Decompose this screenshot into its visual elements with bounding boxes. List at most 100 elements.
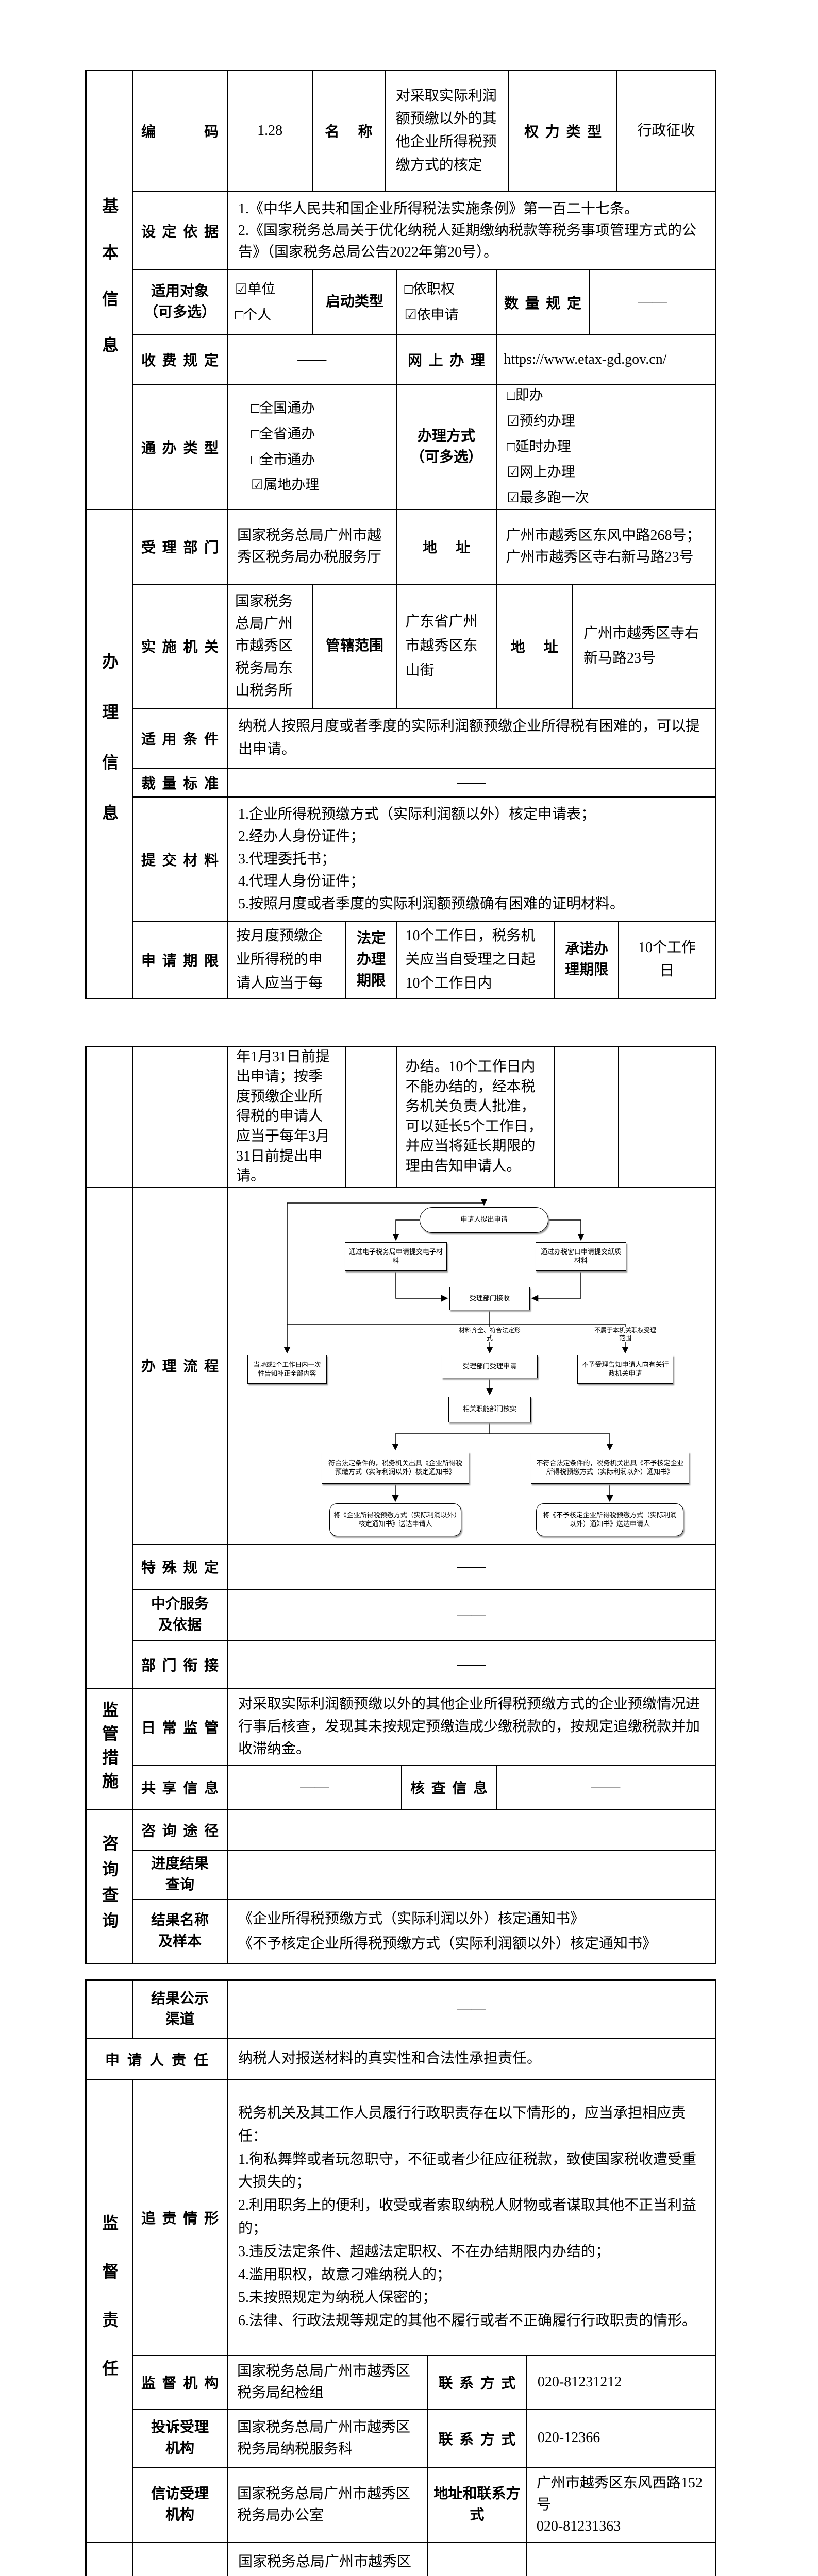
special-value: ——	[457, 1558, 486, 1574]
row-label-materials: 提交材料	[132, 796, 228, 922]
page-3: 结果公示 渠道 —— 申请人责任 纳税人对报送材料的真实性和合法性承担责任。 监…	[85, 1979, 716, 2576]
flow-edge-label-complete: 材料齐全、符合法定形式	[459, 1326, 521, 1342]
online-label: 网上办理	[408, 353, 486, 369]
fee-value: ——	[297, 351, 327, 367]
row-petition-org: 国家税务总局广州市越秀区税务局办公室 地址和联系方式 广州市越秀区东风西路152…	[227, 2466, 716, 2543]
petition-contact-label: 地址和联系方式	[433, 2485, 521, 2523]
row-label-consult-channel: 咨询途径	[132, 1808, 228, 1851]
flow-node-online-apply: 通过电子税务局申请提交电子材料	[345, 1242, 447, 1271]
complaint-contact-label: 联系方式	[438, 2431, 516, 2448]
complaint-contact-value: 020-12366	[537, 2430, 600, 2446]
row-condition: 纳税人按照月度或者季度的实际利润额预缴企业所得税有困难的，可以提出申请。	[227, 707, 716, 769]
section-legal-remedy: 法律救济	[85, 2541, 133, 2576]
flow-node-deliver-approve: 将《企业所得税预缴方式（实际利润以外）核定通知书》送达申请人	[329, 1503, 461, 1536]
power-type-label: 权力类型	[524, 124, 602, 141]
row-label-agency-service: 中介服务 及依据	[132, 1588, 228, 1641]
row-daily-supervision: 对采取实际利润额预缴以外的其他企业所得税预缴方式的企业预缴情况进行事后核查，发现…	[227, 1687, 716, 1766]
start-type-checkboxes: □依职权 ☑依申请	[404, 281, 459, 323]
promise-period-value: 10个工作日	[638, 940, 696, 979]
flow-node-receive: 受理部门接收	[449, 1286, 530, 1310]
row-supervisor-org: 国家税务总局广州市越秀区税务局纪检组 联系方式 020-81231212	[227, 2354, 716, 2410]
promise-period-label: 承诺办理期限	[565, 941, 609, 978]
row-label-condition: 适用条件	[132, 707, 228, 769]
target-checkboxes: ☑单位 □个人	[235, 281, 276, 323]
flow-node-start-text: 申请人提出申请	[460, 1215, 508, 1224]
row-label-scope: 通办类型	[132, 384, 228, 510]
flow-edge-label-outside: 不属于本机关职权受理范围	[594, 1326, 657, 1342]
supervisor-org-value: 国家税务总局广州市越秀区税务局纪检组	[237, 2363, 411, 2401]
row-label-impl-org: 实施机关	[132, 583, 228, 709]
check-info-value: ——	[591, 1779, 621, 1795]
petition-org-value: 国家税务总局广州市越秀区税务局办公室	[237, 2485, 411, 2523]
section-supervision-measures: 监管措施	[85, 1687, 133, 1810]
row-label-flow: 办理流程	[132, 1186, 228, 1545]
row-label-fee: 收费规定	[132, 334, 228, 385]
shared-info-value: ——	[300, 1779, 329, 1795]
section-basic-info: 基本信息	[85, 70, 133, 510]
row-target: ☑单位 □个人 启动类型 □依职权 ☑依申请 数量规定 ——	[227, 269, 716, 335]
check-info-label: 核查信息	[410, 1781, 488, 1797]
jurisdiction-label: 管辖范围	[325, 637, 383, 654]
daily-supervision-value: 对采取实际利润额预缴以外的其他企业所得税预缴方式的企业预缴情况进行事后核查，发现…	[238, 1696, 700, 1757]
row-accept-dept: 国家税务总局广州市越秀区税务局办税服务厅 地址 广州市越秀区东风中路268号；广…	[227, 509, 716, 585]
row-result-sample: 《企业所得税预缴方式（实际利润以外）核定通知书》 《不予核定企业所得税预缴方式（…	[227, 1899, 716, 1964]
flow-node-window-apply: 通过办税窗口申请提交纸质材料	[536, 1242, 626, 1271]
complaint-org-value: 国家税务总局广州市越秀区税务局纳税服务科	[237, 2419, 411, 2457]
row-deadline-continued: 年1月31日前提出申请；按季度预缴企业所得税的申请人应当于每年3月31日前提出申…	[227, 1046, 716, 1188]
accept-addr-label: 地址	[423, 540, 471, 556]
flow-node-verify: 相关职能部门核实	[448, 1396, 531, 1422]
row-label-accept-dept: 受理部门	[132, 509, 228, 585]
row-publicity: ——	[227, 1979, 716, 2039]
flow-node-approve: 符合法定条件的，税务机关出具《企业所得税预缴方式（实际利润以外）核定通知书》	[322, 1451, 469, 1484]
impl-org-value: 国家税务总局广州市越秀区税务局东山税务所	[235, 593, 293, 699]
row-scope: □全国通办 □全省通办 □全市通办 ☑属地办理 办理方式 （可多选） □即办 ☑…	[227, 384, 716, 510]
quantity-label: 数量规定	[504, 295, 582, 312]
publicity-value: ——	[457, 2001, 486, 2018]
row-label-empty-cont	[132, 1046, 228, 1188]
flow-node-deliver-approve-text: 将《企业所得税预缴方式（实际利润以外）核定通知书》送达申请人	[333, 1511, 458, 1528]
flow-node-reject-text: 不予受理告知申请人向有关行政机关申请	[581, 1360, 669, 1377]
flowchart-connectors	[283, 1198, 629, 1502]
section-empty-publicity	[85, 1979, 133, 2039]
method-label: 办理方式 （可多选）	[410, 428, 483, 465]
flow-node-supplement-text: 当场或2个工作日内一次性告知补正全部内容	[253, 1361, 321, 1377]
row-label-basis: 设定依据	[132, 191, 228, 270]
deadline-text-part2: 年1月31日前提出申请；按季度预缴企业所得税的申请人应当于每年3月31日前提出申…	[236, 1048, 330, 1184]
row-label-discretion: 裁量标准	[132, 768, 228, 798]
row-dept-link: ——	[227, 1640, 716, 1689]
name-label: 名称	[325, 124, 373, 141]
admin-review-value: 国家税务总局广州市越秀区税务局 仅供参考。具体案件中，案件管辖以及是否属于复议受…	[238, 2554, 412, 2570]
flow-node-deny: 不符合法定条件的，税务机关出具《不予核定企业所得税预缴方式（实际利润以外）通知书…	[531, 1451, 689, 1484]
row-label-deadline: 申请期限	[132, 921, 228, 999]
consult-channel-value	[228, 1826, 715, 1834]
page-2: 年1月31日前提出申请；按季度预缴企业所得税的申请人应当于每年3月31日前提出申…	[85, 1046, 716, 1964]
row-code: 1.28 名称 对采取实际利润额预缴以外的其他企业所得税预缴方式的核定 权力类型…	[227, 70, 716, 192]
row-progress-query	[227, 1850, 716, 1900]
row-label-applicant-duty: 申请人责任	[85, 2038, 228, 2080]
condition-value: 纳税人按照月度或者季度的实际利润额预缴企业所得税有困难的，可以提出申请。	[238, 718, 700, 757]
supervisor-contact-value: 020-81231212	[537, 2374, 622, 2390]
code-value: 1.28	[257, 122, 283, 139]
start-type-label: 启动类型	[325, 294, 383, 310]
section-handling-info-cont	[85, 1186, 133, 1689]
flow-node-window-text: 通过办税窗口申请提交纸质材料	[540, 1247, 621, 1264]
row-discretion: ——	[227, 768, 716, 798]
flow-node-reject: 不予受理告知申请人向有关行政机关申请	[577, 1354, 673, 1384]
result-sample-list: 《企业所得税预缴方式（实际利润以外）核定通知书》 《不予核定企业所得税预缴方式（…	[238, 1911, 657, 1952]
agency-service-value: ——	[457, 1606, 486, 1623]
row-materials: 1.企业所得税预缴方式（实际利润额以外）核定申请表； 2.经办人身份证件； 3.…	[227, 796, 716, 922]
deadline-text-part1: 按月度预缴企业所得税的申请人应当于每	[236, 927, 323, 992]
row-label-code: 编码	[132, 70, 228, 192]
row-fee: —— 网上办理 https://www.etax-gd.gov.cn/	[227, 334, 716, 385]
online-url-link[interactable]: https://www.etax-gd.gov.cn/	[504, 351, 667, 367]
impl-addr-label: 地址	[510, 639, 558, 655]
accept-dept-value: 国家税务总局广州市越秀区税务局办税服务厅	[237, 528, 382, 565]
liability-intro: 税务机关及其工作人员履行行政职责存在以下情形的，应当承担相应责任：	[238, 2105, 686, 2144]
row-label-supervisor-org: 监督机构	[132, 2354, 228, 2410]
row-label-special: 特殊规定	[132, 1543, 228, 1590]
supervisor-contact-label: 联系方式	[438, 2376, 516, 2392]
section-supervision-duty: 监督责任	[85, 2079, 133, 2543]
discretion-value: ——	[457, 774, 486, 790]
flow-edge-outside-text: 不属于本机关职权受理范围	[594, 1326, 657, 1342]
accept-addr-value: 广州市越秀区东风中路268号；广州市越秀区寺右新马路23号	[506, 528, 701, 565]
